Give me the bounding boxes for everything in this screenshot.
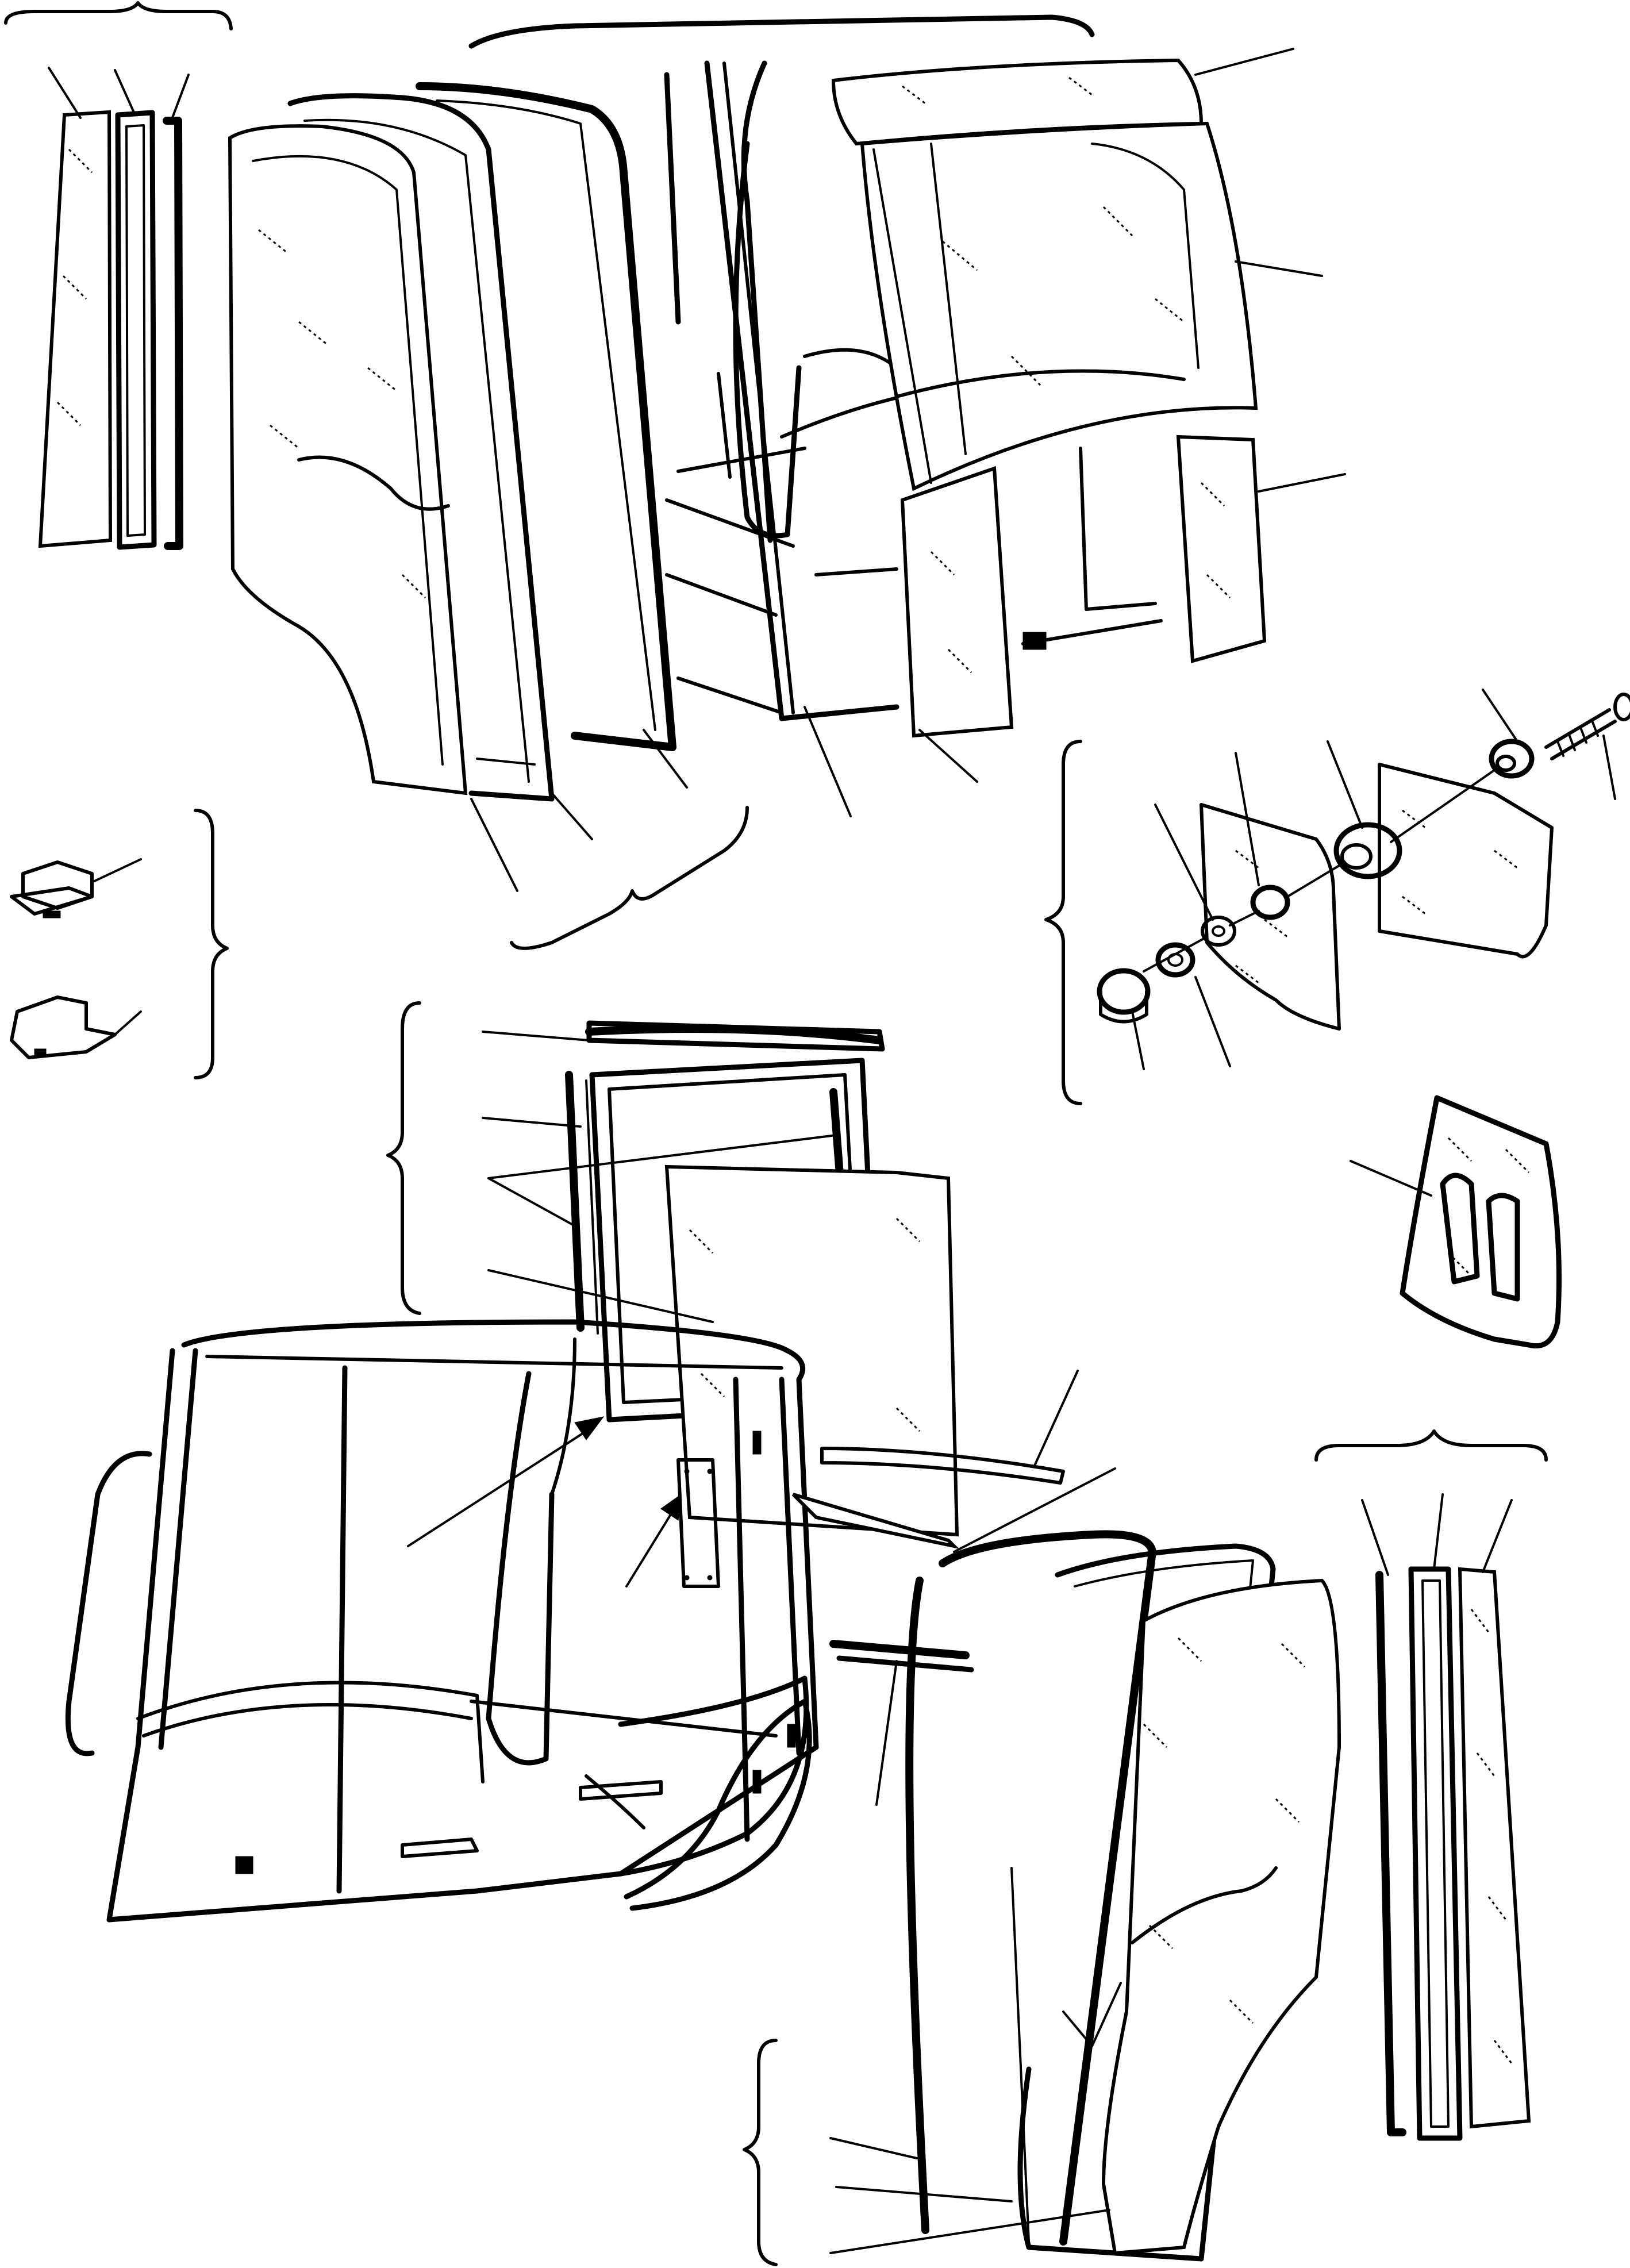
retaining-screw — [1544, 693, 1630, 760]
document-holder — [1400, 1095, 1562, 1349]
rear-window-top-seal — [585, 1020, 885, 1052]
cab-frame-bottom — [65, 1319, 819, 1923]
roof-glass-lower — [791, 1493, 960, 1549]
leader-line — [482, 1031, 590, 1041]
leader-line — [1131, 1010, 1145, 1070]
brace-bottom-right — [1314, 1429, 1548, 1462]
spacer-sleeve — [1250, 885, 1290, 920]
window-lower-strip — [836, 1655, 974, 1673]
leader-line — [1194, 48, 1294, 76]
leader-line — [114, 1010, 142, 1036]
brace-bottom-door-group — [743, 2039, 778, 2266]
leader-line — [1327, 740, 1363, 829]
leader-line — [1235, 752, 1260, 886]
bottom-door-seal — [905, 1530, 1156, 2246]
leader-line — [1433, 1493, 1444, 1570]
side-access-panel — [676, 1458, 720, 1588]
door-seal — [416, 82, 676, 751]
bottom-door-glass — [1062, 1578, 1341, 2255]
leader-line — [114, 69, 136, 116]
left-side-seal-frame — [115, 110, 157, 550]
leader-line — [829, 2137, 918, 2159]
cab-fender — [624, 1698, 812, 1911]
retaining-clip-lower — [10, 995, 117, 1059]
brace-fastener-group — [1044, 740, 1082, 1105]
leader-line — [829, 2209, 1110, 2254]
leader-line — [1482, 689, 1518, 743]
leader-line — [835, 2186, 1013, 2202]
lower-front-glass-left — [900, 466, 1014, 738]
brace-rear-window-group — [386, 1001, 421, 1315]
brace-clip-group — [194, 809, 229, 1079]
left-side-glass-panel — [38, 110, 113, 548]
mounting-arrow-lower — [625, 1493, 682, 1587]
leader-line — [875, 1660, 898, 1806]
flat-washer — [1201, 916, 1236, 947]
retaining-clip-upper — [10, 860, 94, 918]
right-side-seal-frame — [1408, 1566, 1463, 2141]
leader-line — [1482, 1499, 1513, 1573]
left-side-rubber-strip — [163, 117, 183, 550]
leader-line — [487, 1269, 714, 1323]
leader-line — [48, 67, 82, 119]
brace-door-group — [510, 806, 749, 950]
leader-line — [918, 729, 978, 783]
leader-line — [487, 1177, 573, 1225]
leader-line — [1258, 473, 1346, 493]
fastener-axis — [1143, 769, 1496, 972]
leader-line — [1361, 1499, 1389, 1576]
windscreen-glass — [860, 121, 1258, 491]
rubber-bushing-large — [1333, 822, 1402, 879]
lower-front-glass-right — [1176, 435, 1267, 663]
leader-line — [91, 858, 142, 883]
window-lower-strip — [829, 1640, 970, 1659]
leader-line — [953, 1467, 1116, 1553]
leader-line — [1602, 735, 1616, 800]
leader-line — [1154, 804, 1214, 921]
door-glass-outer — [228, 124, 468, 795]
leader-line — [482, 1117, 582, 1128]
roof-seal-strip — [820, 1447, 1065, 1485]
mounting-arrow-upper — [407, 1416, 605, 1547]
leader-line — [1194, 976, 1231, 1067]
right-side-glass-panel — [1458, 1567, 1531, 2129]
leader-line — [470, 798, 518, 892]
end-cap — [1097, 968, 1151, 1024]
leader-line — [170, 74, 190, 122]
brace-top-left — [4, 1, 233, 30]
leader-line — [1235, 260, 1323, 277]
leader-line — [551, 792, 593, 840]
mounting-bracket-left — [1200, 803, 1341, 1031]
right-side-rubber-strip — [1375, 1571, 1406, 2136]
cab-frame-top — [468, 14, 1163, 721]
leader-line — [643, 729, 688, 789]
rubber-bushing-small — [1489, 739, 1535, 779]
leader-line — [487, 1134, 837, 1179]
leader-line — [1350, 1160, 1432, 1197]
leader-line — [804, 706, 852, 817]
door-frame — [287, 93, 555, 802]
mounting-bracket-right — [1378, 763, 1554, 959]
rear-window-glass — [664, 1164, 959, 1537]
bottom-door-frame — [1010, 1543, 1276, 2262]
leader-line — [1033, 1370, 1079, 1467]
